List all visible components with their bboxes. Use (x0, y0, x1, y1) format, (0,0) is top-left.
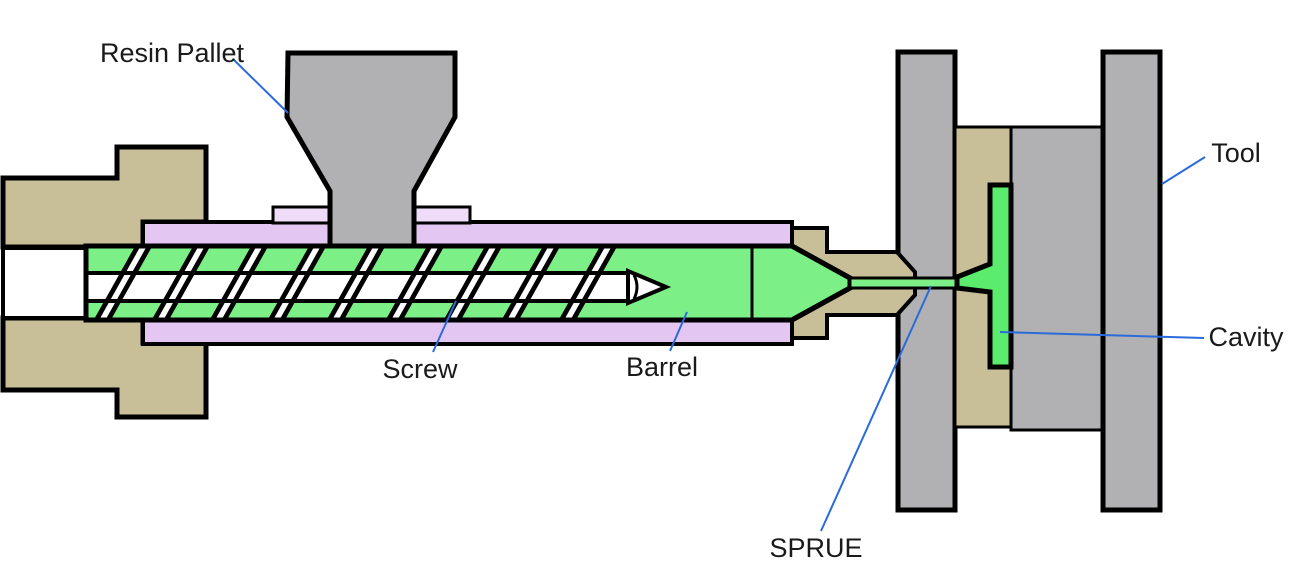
label-barrel: Barrel (626, 352, 698, 382)
mold-core-block (1009, 125, 1105, 432)
cavity-shape (954, 182, 1014, 370)
hopper-flange-right (412, 205, 472, 225)
screw-group (86, 246, 672, 320)
label-sprue: SPRUE (769, 533, 862, 563)
barrel-bottom-section (141, 318, 794, 346)
leader-line-cavity (999, 331, 1205, 339)
leader-line-screw (432, 300, 457, 353)
label-screw: Screw (382, 354, 458, 384)
leader-line-resin-pallet (233, 59, 289, 114)
hopper-flange-left (271, 205, 332, 225)
screw-shank (1, 246, 88, 320)
screw-tip-arc (632, 274, 639, 300)
label-cavity: Cavity (1208, 322, 1284, 352)
barrel-top-left-section (141, 220, 332, 248)
screw-tip (626, 267, 672, 307)
sprue-channel (848, 276, 959, 290)
label-tool: Tool (1211, 138, 1261, 168)
mold-plate-back (1100, 49, 1163, 513)
screw-flights (93, 246, 618, 320)
leader-line-sprue (820, 285, 932, 532)
leader-line-barrel (669, 311, 688, 352)
barrel-top-right-section (412, 220, 794, 248)
label-resin-pallet: Resin Pallet (100, 38, 245, 68)
leader-line-tool (1161, 156, 1206, 185)
